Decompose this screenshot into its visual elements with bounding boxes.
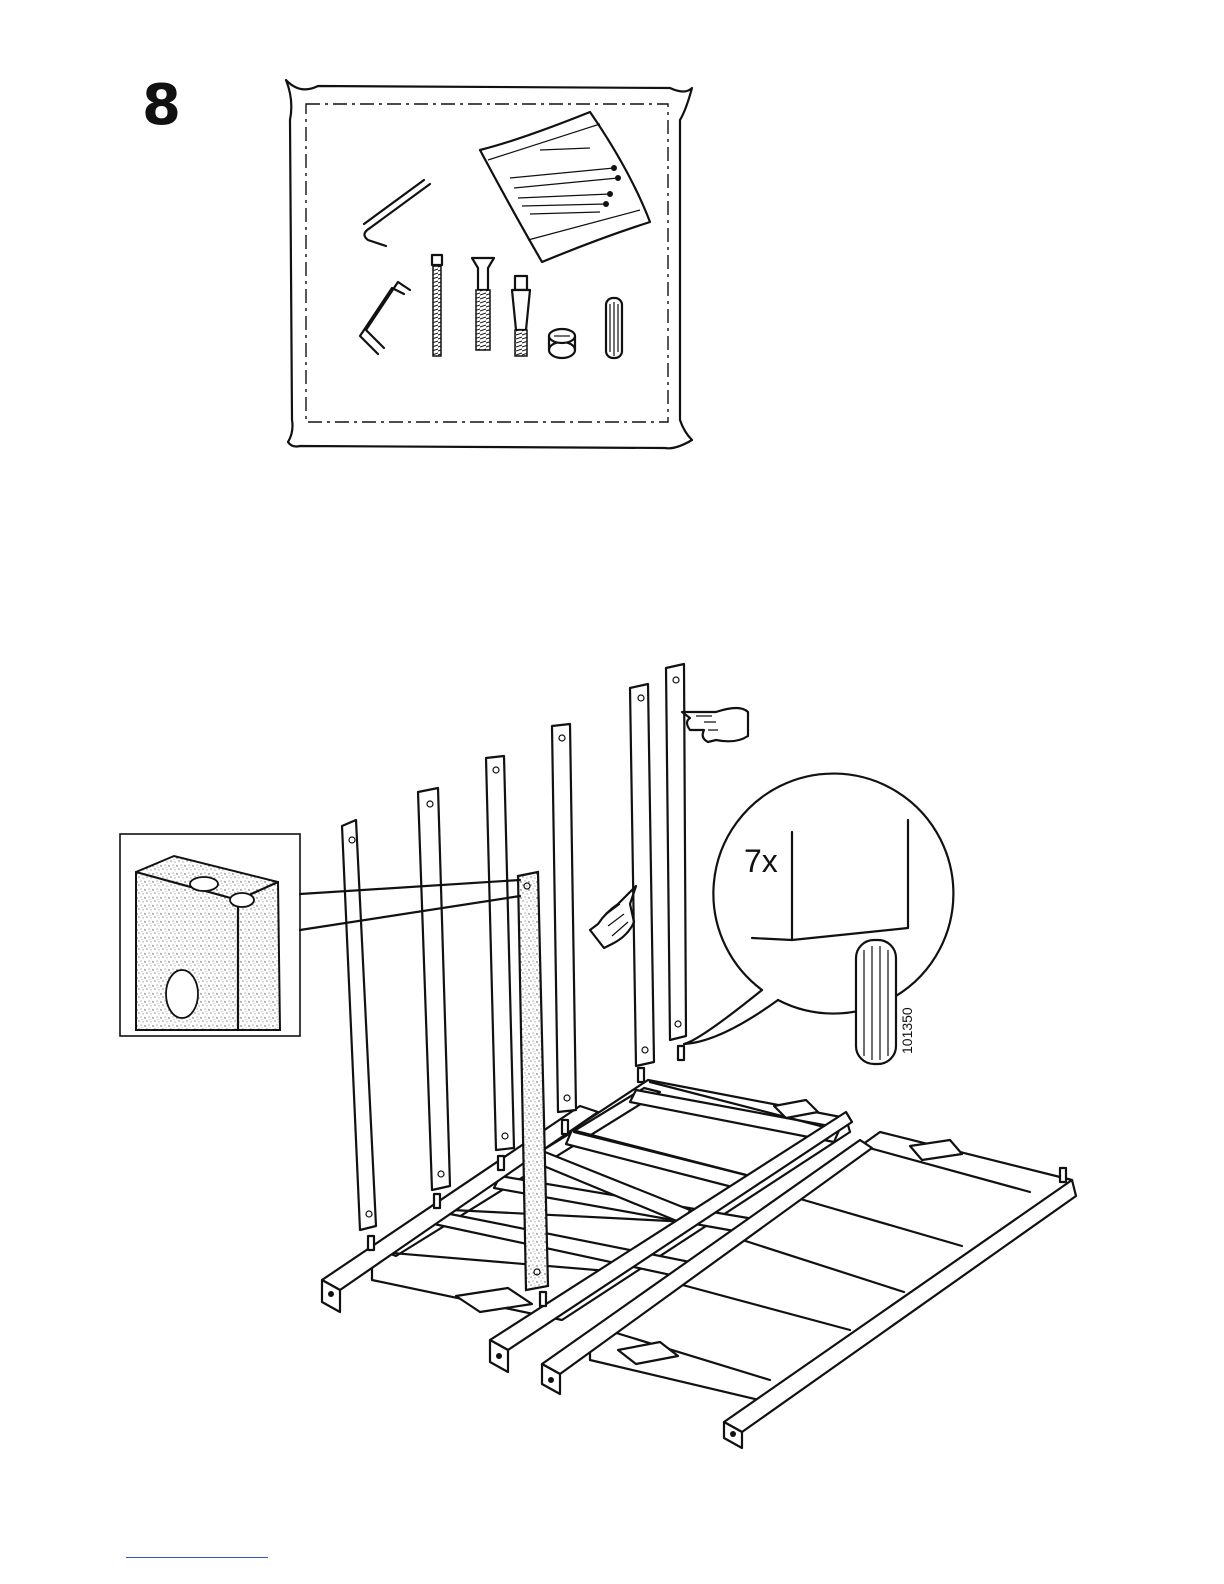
wooden-dowel [606,298,622,358]
pointing-hand-icon [682,708,748,742]
post-5 [630,684,654,1066]
allen-key-large [360,282,410,354]
post-1 [342,820,376,1230]
long-screw [432,255,442,356]
cam-lock [549,329,575,358]
detail-inset [120,834,520,1036]
post-4 [552,724,576,1112]
connector-bolt [472,258,494,350]
allen-key-small [364,180,430,246]
quantity-label: 7x [744,843,778,879]
parts-bag [286,80,692,448]
post-3 [486,756,514,1150]
cam-bolt [512,276,530,356]
post-2 [418,788,450,1190]
post-6 [666,664,686,1040]
part-number-label: 101350 [899,1007,915,1054]
pointing-hand-icon [590,886,636,948]
footer-rule [126,1557,268,1558]
dowel-closeup [856,940,896,1064]
plastic-hardware-bag [480,112,650,262]
